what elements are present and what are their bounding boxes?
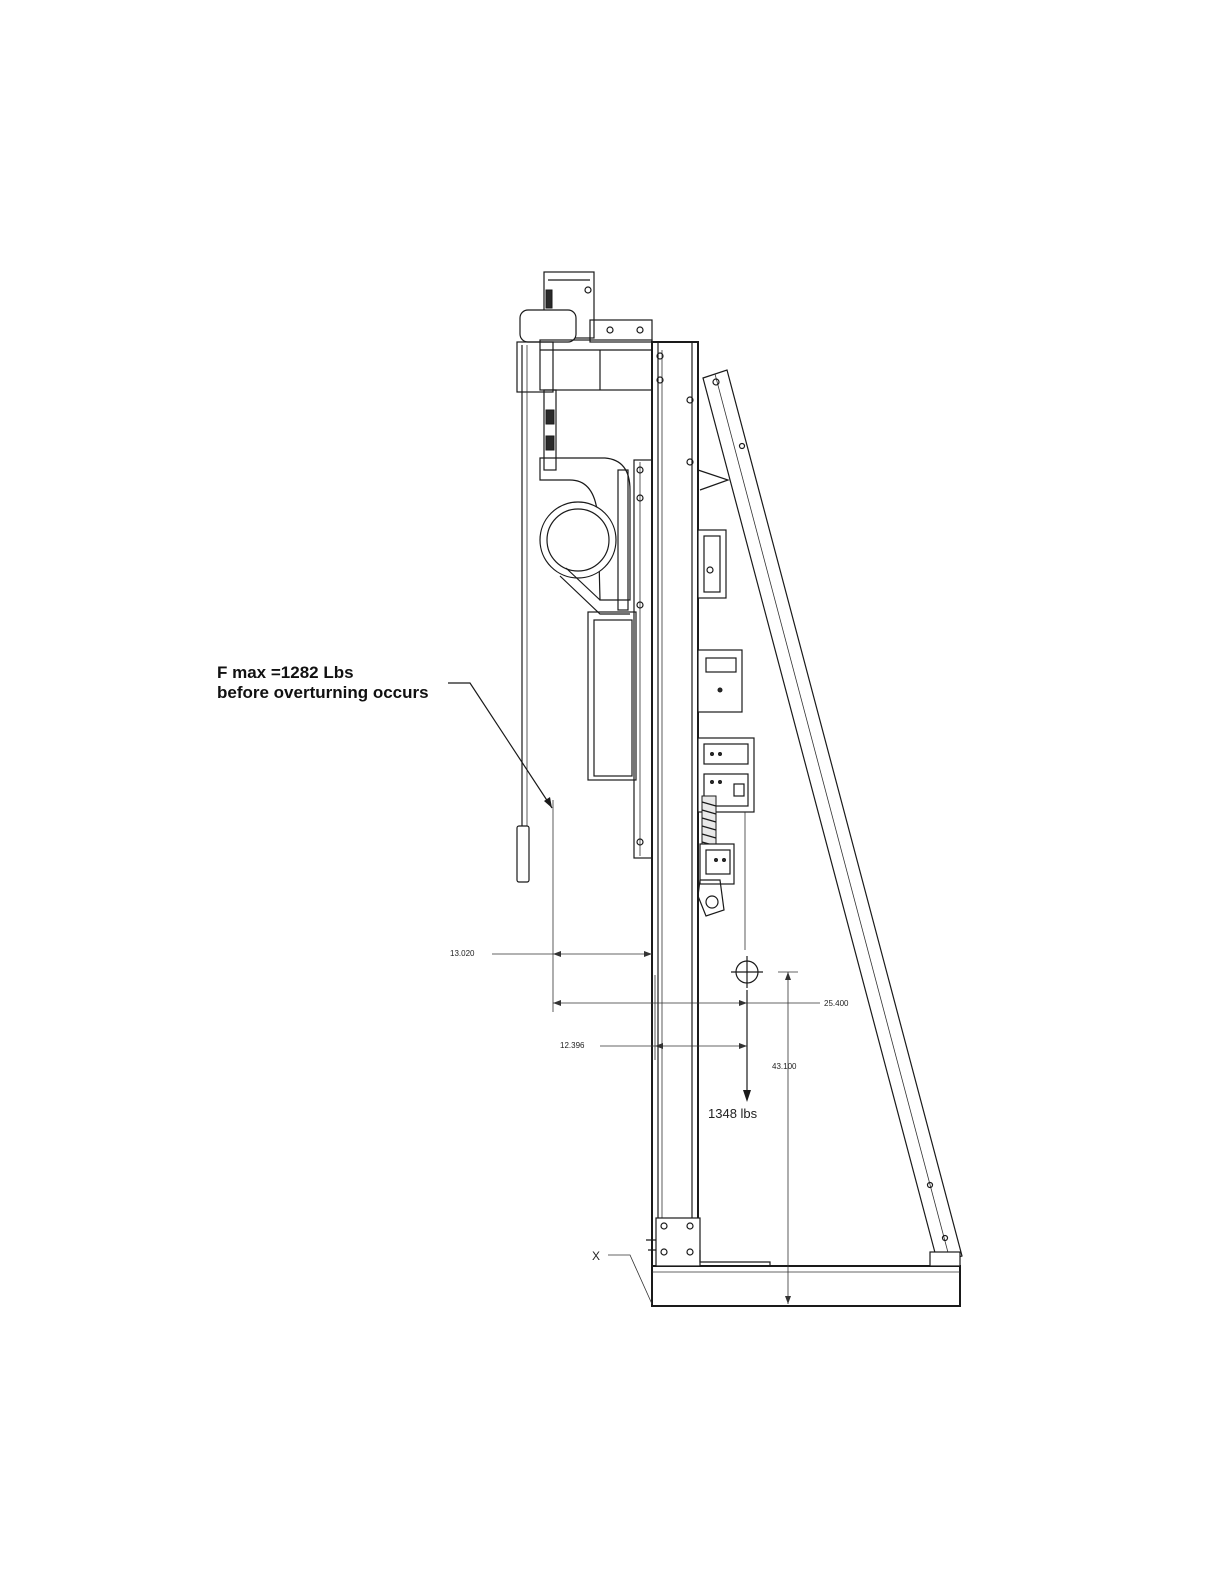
dim-label-4: 43.100 [772,1062,797,1071]
pendant [517,345,529,882]
force-leader-arrow [448,683,552,808]
force-annotation-line2: before overturning occurs [217,683,429,702]
dim-label-1: 13.020 [450,949,475,958]
force-annotation-line1: F max =1282 Lbs [217,663,354,682]
control-boxes [698,530,754,916]
pivot-leader [608,1255,652,1304]
top-head-assembly [517,272,663,470]
center-of-gravity [731,812,763,988]
diagonal-brace [698,370,962,1266]
arm-housing [540,458,652,858]
dim-label-2: 25.400 [824,999,849,1008]
dim-label-3: 12.396 [560,1041,585,1050]
load-label: 1348 lbs [708,1106,758,1121]
machine-frame [517,272,962,1306]
main-column [652,342,698,1266]
pivot-label: X [592,1249,600,1263]
